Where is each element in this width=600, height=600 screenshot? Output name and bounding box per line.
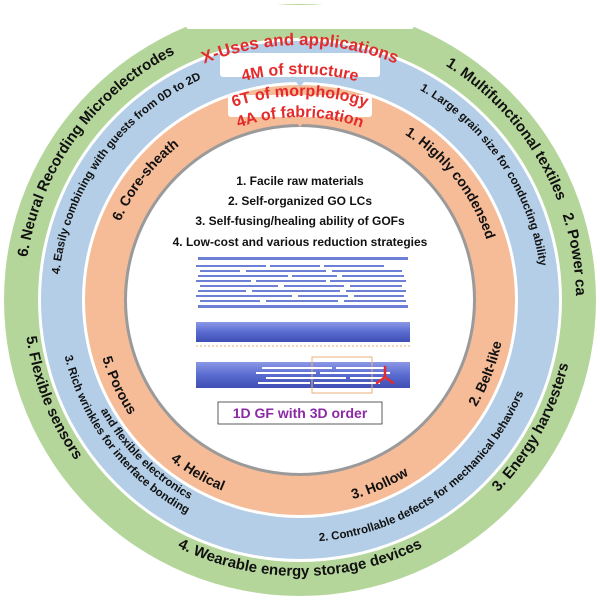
fiber-bar-zoom [196,362,410,388]
caption-box [217,401,383,425]
inner-title-arrow [292,117,308,127]
middle-title-tab [220,53,380,77]
graphene-sheets-illustration [196,257,408,308]
fiber-bar-top [196,322,410,342]
outer-title-tab [186,5,414,29]
center-caption: 1D GF with 3D order [233,405,368,421]
axes-icon [375,365,395,385]
fabrication-item-3: 3. Self-fusing/healing ability of GOFs [195,214,405,228]
fabrication-item-2: 2. Self-organized GO LCs [228,194,372,208]
middle-title-arrow [292,77,308,87]
center-panel: 1. Facile raw materials 2. Self-organize… [173,174,428,425]
inner-title-tab [228,95,372,117]
fabrication-item-4: 4. Low-cost and various reduction strate… [173,235,428,249]
zoom-box [311,356,373,394]
outer-title-arrow [292,29,308,40]
fabrication-item-1: 1. Facile raw materials [236,174,364,188]
zoom-sheets [256,367,390,384]
